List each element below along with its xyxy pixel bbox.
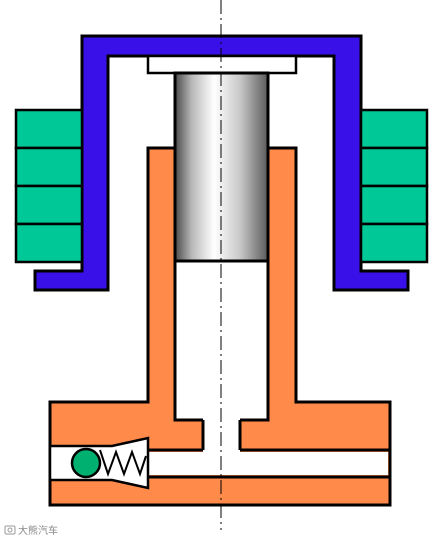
coil-left (14, 108, 84, 264)
watermark-text: 大熊汽车 (18, 526, 58, 537)
magnet-frame (33, 34, 410, 292)
plunger-cap (146, 54, 298, 75)
coil-right (359, 108, 429, 264)
watermark: 大熊汽车 (4, 522, 58, 537)
camera-icon (4, 525, 16, 535)
check-valve-ball (70, 447, 102, 479)
check-valve-spring (99, 449, 147, 478)
